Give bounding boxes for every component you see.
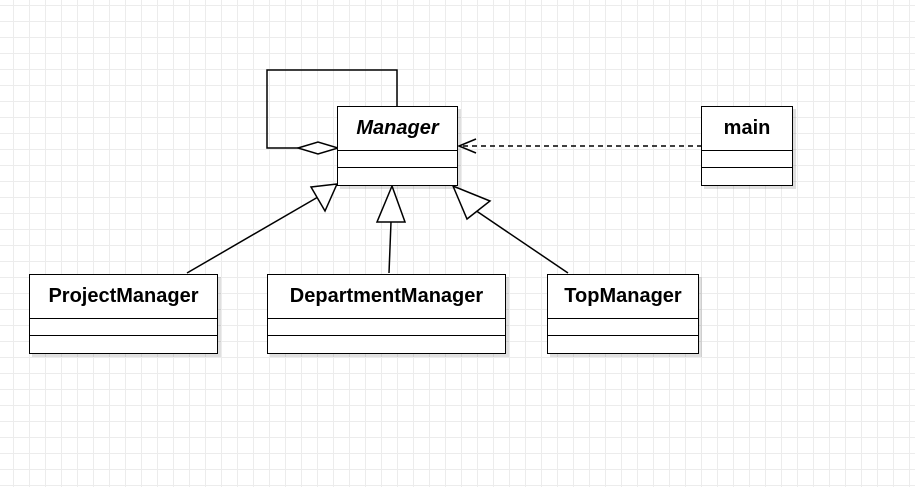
project-manager-attributes-compartment	[30, 319, 217, 336]
manager-class-name: Manager	[338, 107, 457, 151]
generalization-arrowhead-top-manager	[451, 184, 492, 221]
manager-operations-compartment	[338, 168, 457, 185]
department-manager-class[interactable]: DepartmentManager	[267, 274, 506, 354]
aggregation-diamond	[295, 141, 341, 155]
department-manager-operations-compartment	[268, 336, 505, 353]
project-manager-class[interactable]: ProjectManager	[29, 274, 218, 354]
project-manager-class-name: ProjectManager	[30, 275, 217, 319]
top-manager-operations-compartment	[548, 336, 698, 353]
main-class-name: main	[702, 107, 792, 151]
self-aggregation-line[interactable]	[266, 69, 398, 149]
generalization-arrowhead-department-manager	[375, 183, 407, 223]
department-manager-class-name: DepartmentManager	[268, 275, 505, 319]
project-manager-operations-compartment	[30, 336, 217, 353]
generalization-line-project-manager[interactable]	[186, 196, 319, 274]
generalization-line-department-manager[interactable]	[388, 221, 392, 274]
dependency-arrowhead	[457, 138, 477, 154]
main-class[interactable]: main	[701, 106, 793, 186]
top-manager-attributes-compartment	[548, 319, 698, 336]
department-manager-attributes-compartment	[268, 319, 505, 336]
manager-attributes-compartment	[338, 151, 457, 168]
top-manager-class[interactable]: TopManager	[547, 274, 699, 354]
main-attributes-compartment	[702, 151, 792, 168]
generalization-line-top-manager[interactable]	[474, 209, 569, 274]
top-manager-class-name: TopManager	[548, 275, 698, 319]
manager-class[interactable]: Manager	[337, 106, 458, 186]
generalization-arrowhead-project-manager	[309, 183, 339, 213]
main-operations-compartment	[702, 168, 792, 185]
